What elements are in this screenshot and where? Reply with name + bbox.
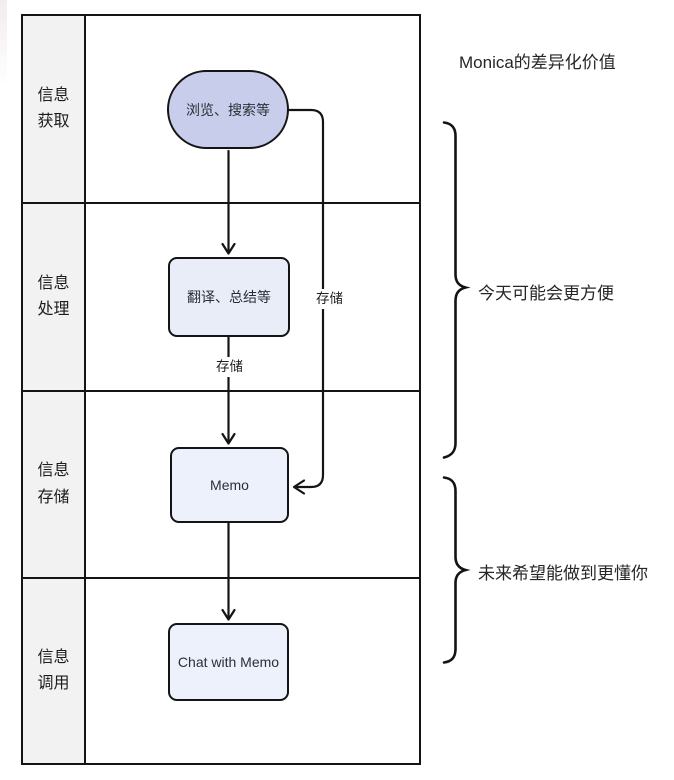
node-chat-with-memo: Chat with Memo [168, 623, 289, 701]
node-browse-search: 浏览、搜索等 [167, 70, 289, 149]
annotation-note-top: 今天可能会更方便 [478, 284, 614, 303]
page-edge-artifact [0, 0, 7, 96]
brace-bottom [442, 476, 471, 664]
annotation-note-bottom: 未来希望能做到更懂你 [478, 564, 648, 583]
lane-label-acquire: 信息 获取 [23, 16, 86, 202]
lane-label-storage: 信息 存储 [23, 392, 86, 577]
edge-label-store-mid: 存储 [214, 357, 245, 377]
edge-label-store-right: 存储 [314, 289, 345, 309]
node-memo: Memo [170, 447, 289, 523]
lane-row-invoke: 信息 调用 [23, 579, 419, 763]
node-translate-summarize: 翻译、总结等 [168, 257, 290, 337]
lane-label-invoke: 信息 调用 [23, 579, 86, 763]
lane-label-process: 信息 处理 [23, 204, 86, 390]
diagram-title: Monica的差异化价值 [459, 53, 616, 72]
brace-top [442, 121, 471, 459]
